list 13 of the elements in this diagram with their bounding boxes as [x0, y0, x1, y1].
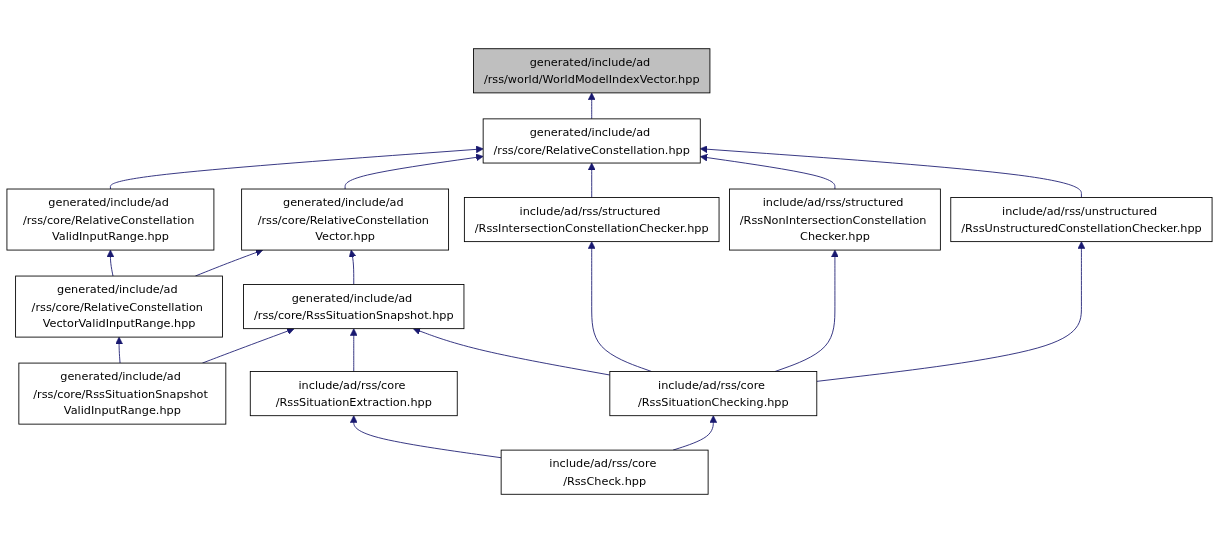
- node-box: include/ad/rss/unstructured /RssUnstructuredConstellationChecker.hpp: [950, 197, 1213, 243]
- node-box: generated/include/ad /rss/core/RelativeConstellation.hpp: [482, 118, 701, 164]
- node-box: include/ad/rss/core /RssSituationExtraction.hpp: [249, 371, 458, 417]
- node-box: generated/include/ad /rss/core/RelativeConstellation VectorValidInputRange.hpp: [15, 275, 223, 338]
- node-box: generated/include/ad /rss/core/RelativeConstellation Vector.hpp: [241, 188, 450, 251]
- node-box: generated/include/ad /rss/core/RssSituationSnapshot ValidInputRange.hpp: [18, 362, 227, 425]
- node-box: generated/include/ad /rss/core/RssSituationSnapshot.hpp: [243, 284, 465, 330]
- node-box: generated/include/ad /rss/core/RelativeConstellation ValidInputRange.hpp: [6, 188, 215, 251]
- node-box: include/ad/rss/structured /RssNonIntersectionConstellation Checker.hpp: [729, 188, 941, 251]
- node-box: include/ad/rss/core /RssSituationChecking.hpp: [609, 371, 818, 417]
- node-box: generated/include/ad /rss/world/WorldModelIndexVector.hpp: [473, 48, 711, 94]
- node-box: include/ad/rss/structured /RssIntersectionConstellationChecker.hpp: [463, 197, 720, 243]
- node-box: include/ad/rss/core /RssCheck.hpp: [500, 449, 709, 495]
